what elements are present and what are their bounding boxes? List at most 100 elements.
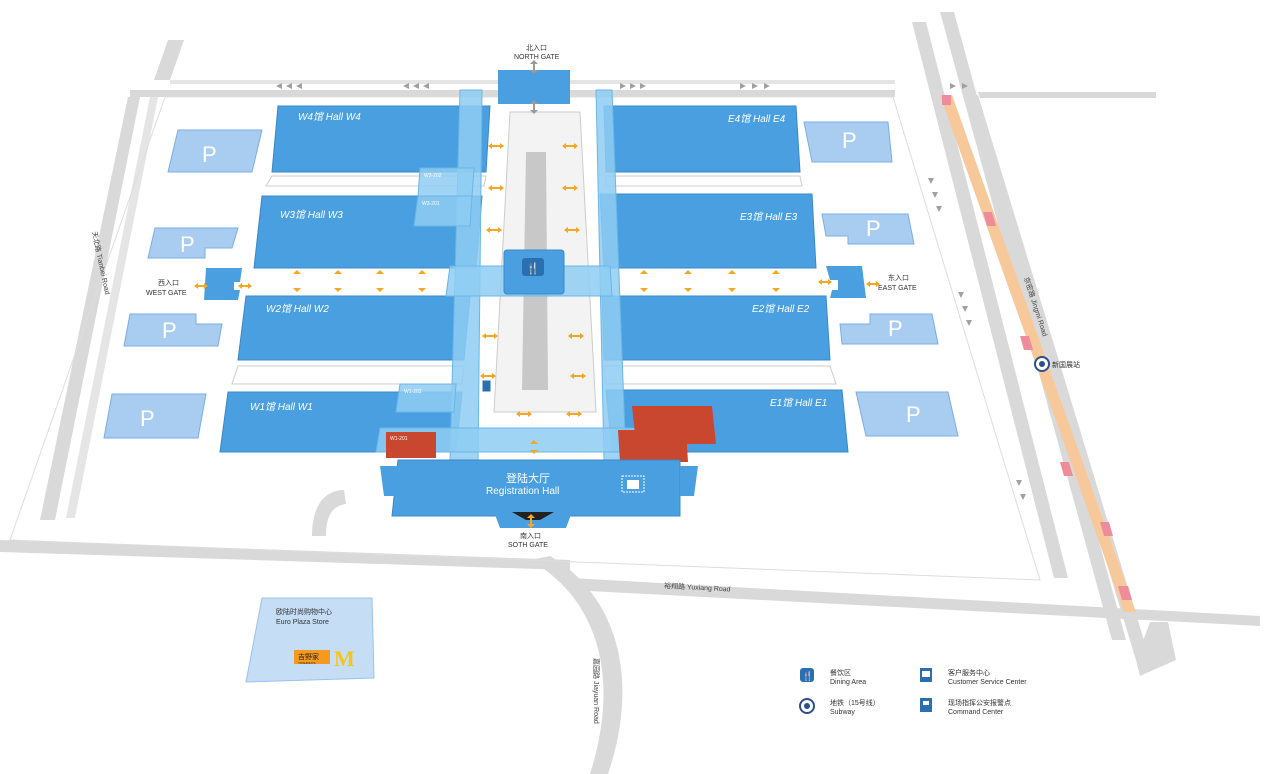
parking-w2 [123,313,223,347]
room-w3-202-label: W3-202 [424,173,442,179]
registration-steps-left [380,466,398,496]
west-gate-building[interactable] [204,268,242,300]
room-w3-201-label: W3-201 [422,201,440,207]
west-gate-en: WEST GATE [146,290,187,297]
central-spine [493,70,597,413]
hall-w2-label: W2馆 Hall W2 [266,303,329,315]
store-label-cn: 欧陆时尚购物中心 [276,607,332,616]
halls: W4馆 Hall W4 W3馆 Hall W3 W2馆 Hall W2 W1馆 … [219,105,849,453]
hall-e4-label: E4馆 Hall E4 [728,113,786,125]
room-w1-202 [395,383,457,413]
red-areas: W1-201 [386,406,716,462]
registration-hall-cn: 登陆大厅 [506,471,550,485]
legend-dining-en: Dining Area [830,679,866,686]
service-point-box [621,475,645,493]
parking-w4 [167,129,263,173]
mcdonalds-logo: M [334,646,355,671]
parking-e3 [821,213,915,245]
room-w1-202-label: W1-202 [404,389,422,395]
yoshinoya-logo [294,650,330,664]
legend-dining-icon-box [800,668,814,682]
north-gate-en: NORTH GATE [514,54,560,61]
hall-w4-label: W4馆 Hall W4 [298,111,361,123]
parking-label-w2: P [162,318,177,343]
parking-w3 [147,227,239,259]
hall-w4[interactable] [271,105,491,173]
north-gate-arrows [530,60,538,114]
parking-e2 [839,313,939,345]
horizontal-arrows [194,143,880,417]
right-road-1 [912,22,1068,578]
top-road-stub-left [154,40,184,80]
subway-station-label: 新国展站 [1052,360,1080,369]
right-road-3 [964,95,1150,660]
red-area-e1-b[interactable] [618,430,688,462]
right-road-end [1136,622,1176,676]
registration-hall: 登陆大厅 Registration Hall [380,459,698,528]
legend-command-en: Command Center [948,709,1004,716]
room-w3-201 [413,195,473,227]
east-gate-building[interactable] [826,266,866,298]
south-curve [312,490,346,536]
legend-subway-cn: 地铁（15号线） [830,698,880,707]
parking-label-w1: P [140,406,155,431]
metro-seg-5 [1100,522,1113,536]
jiayuan-road-label: 嘉园路 Jiayuan Road [592,658,601,724]
yoshinoya-logo-en: YOSHINOYA [298,661,316,665]
legend-subway-en: Subway [830,709,855,716]
room-w1-201-label: W1-201 [390,436,408,442]
legend-service-en: Customer Service Center [948,679,1027,686]
metro-seg-2 [983,212,996,226]
registration-hall-building[interactable] [391,459,681,517]
parking-label-e3: P [866,216,881,241]
hall-e3-label: E3馆 Hall E3 [740,211,798,223]
dining-icon-legend: 🍴 [802,670,813,682]
north-gate-building [498,70,570,104]
corridors [375,89,665,461]
parking-e4 [803,121,893,163]
dining-hub-icon-bg [522,258,544,276]
metro-line [940,95,1136,612]
store-label-en: Euro Plaza Store [276,619,329,626]
metro-seg [942,95,951,105]
tianbei-road-inner [66,97,158,518]
parking-label-w3: P [180,232,195,257]
subway-station[interactable]: 新国展站 [1034,356,1080,372]
legend-command-cn: 现场指挥公安报警点 [948,698,1011,707]
gate-labels: 北入口 NORTH GATE 南入口 SOTH GATE 西入口 WEST GA… [146,44,917,549]
command-icon-map [481,379,492,393]
yuxiang-road [570,578,1260,626]
site-boundary [9,96,1041,581]
hall-e1-label: E1馆 Hall E1 [770,397,827,409]
legend: 🍴 餐饮区 Dining Area 地铁（15号线） Subway 客户服务中心… [799,668,1027,716]
direction-arrows [194,143,880,528]
parking-w1 [103,393,207,439]
service-icon [627,480,639,489]
parking-label-e4: P [842,128,857,153]
south-gate-en: SOTH GATE [508,542,548,549]
east-gate-cn: 东入口 [888,273,909,282]
metro-seg-3 [1020,336,1033,350]
metro-seg-4 [1060,462,1073,476]
parking-label-e1: P [906,402,921,427]
right-top-road [978,92,1156,98]
hall-e3[interactable] [599,193,817,269]
east-gate-en: EAST GATE [878,285,917,292]
dining-icon: 🍴 [526,262,540,275]
side-gates [204,266,866,300]
hall-w4-outline [265,175,487,187]
south-road [0,540,570,570]
west-gate-cn: 西入口 [158,279,179,287]
hall-w2-outline [231,365,465,385]
south-gate-cn: 南入口 [520,531,541,540]
registration-hall-en: Registration Hall [486,486,559,497]
jiayuan-road [530,556,623,774]
hall-w3-label: W3馆 Hall W3 [280,209,343,221]
parking-e1 [855,391,959,437]
parking-areas: P P P P P P P P [103,121,959,439]
euro-plaza-store[interactable]: 欧陆时尚购物中心 Euro Plaza Store 吉野家 YOSHINOYA … [245,597,375,683]
red-area-w1-201[interactable] [386,432,436,458]
arrow-group-west [293,270,426,292]
gate-arrows [527,440,538,528]
